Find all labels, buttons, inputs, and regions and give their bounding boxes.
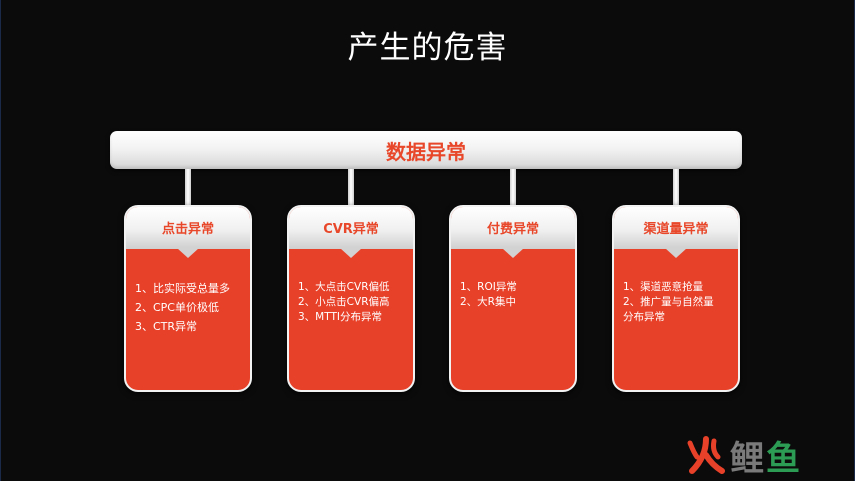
card-title: 付费异常 [451,207,575,249]
list-item: 1、大点击CVR偏低 [298,281,390,293]
card-items: 1、大点击CVR偏低 2、小点击CVR偏高 3、MTTI分布异常 [298,280,407,325]
fire-icon [687,436,725,474]
card-title: 渠道量异常 [614,207,738,249]
card-items: 1、ROI异常 2、大R集中 [460,280,569,310]
card-items: 1、比实际受总量多 2、CPC单价极低 3、CTR异常 [135,279,244,336]
list-item: 1、渠道恶意抢量 [623,281,704,293]
card-title: 点击异常 [126,207,250,249]
connector-2 [348,169,354,209]
logo-char-1: 鲤 [730,438,766,479]
list-item: 2、大R集中 [460,296,516,308]
main-box-label: 数据异常 [386,139,466,164]
card-notch [665,248,687,258]
list-item: 1、ROI异常 [460,281,517,293]
brand-logo: 鲤鱼 [684,431,844,480]
list-item: 2、CPC单价极低 [135,301,219,314]
card-notch [502,248,524,258]
connector-1 [185,169,191,209]
list-item: 分布异常 [623,311,665,323]
card-click-anomaly: 点击异常 1、比实际受总量多 2、CPC单价极低 3、CTR异常 [124,205,252,392]
card-channel-anomaly: 渠道量异常 1、渠道恶意抢量 2、推广量与自然量 分布异常 [612,205,740,392]
connector-4 [673,169,679,209]
list-item: 2、小点击CVR偏高 [298,296,390,308]
connector-3 [510,169,516,209]
logo-text: 鲤鱼 [730,431,802,480]
card-notch [177,248,199,258]
card-payment-anomaly: 付费异常 1、ROI异常 2、大R集中 [449,205,577,392]
card-notch [340,248,362,258]
card-title: CVR异常 [289,207,413,249]
logo-char-2: 鱼 [766,438,802,479]
list-item: 3、CTR异常 [135,320,198,333]
main-box: 数据异常 [110,131,742,169]
list-item: 3、MTTI分布异常 [298,311,382,323]
slide-title: 产生的危害 [347,30,508,66]
card-cvr-anomaly: CVR异常 1、大点击CVR偏低 2、小点击CVR偏高 3、MTTI分布异常 [287,205,415,392]
list-item: 1、比实际受总量多 [135,282,230,295]
card-items: 1、渠道恶意抢量 2、推广量与自然量 分布异常 [623,280,732,325]
list-item: 2、推广量与自然量 [623,296,714,308]
